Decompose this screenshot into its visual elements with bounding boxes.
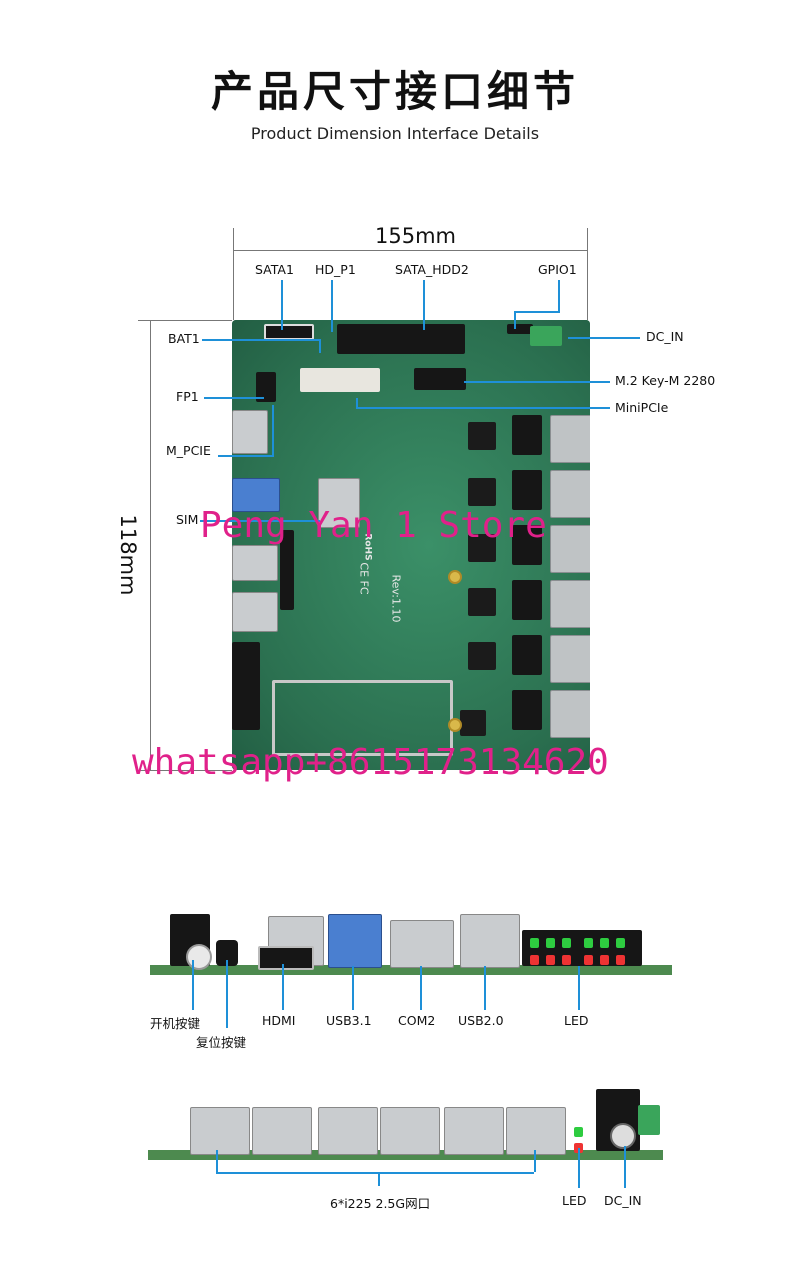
reset-button-icon xyxy=(216,940,238,966)
label-m2-key-m: M.2 Key-M 2280 xyxy=(615,373,716,388)
dc-jack-icon xyxy=(610,1123,636,1149)
rj45-port xyxy=(550,580,590,628)
height-extension-top xyxy=(138,320,232,321)
label-bat1: BAT1 xyxy=(168,331,200,346)
lan-port xyxy=(252,1107,312,1155)
label-usb31: USB3.1 xyxy=(326,1013,372,1028)
watermark-store: Peng Yan 1 Store xyxy=(200,505,547,546)
label-com2: COM2 xyxy=(398,1013,436,1028)
rj45-port xyxy=(550,635,590,683)
com2-port xyxy=(390,920,454,968)
height-dimension-label: 118mm xyxy=(116,514,140,596)
rj45-port xyxy=(550,470,590,518)
label-m-pcie: M_PCIE xyxy=(166,443,211,458)
width-dimension-label: 155mm xyxy=(375,224,456,248)
rj45-port xyxy=(550,525,590,573)
lan-port xyxy=(318,1107,378,1155)
power-button-icon xyxy=(186,944,212,970)
label-fp1: FP1 xyxy=(176,389,199,404)
usb31-ports xyxy=(328,914,382,968)
width-extension-left xyxy=(233,228,234,320)
page-subtitle: Product Dimension Interface Details xyxy=(250,124,540,143)
lan-port xyxy=(506,1107,566,1155)
label-sata1: SATA1 xyxy=(255,262,294,277)
lan-port xyxy=(380,1107,440,1155)
height-dimension-line xyxy=(150,320,151,770)
lan-port xyxy=(190,1107,250,1155)
label-minipcie: MiniPCIe xyxy=(615,400,669,415)
height-extension-bottom xyxy=(138,770,232,771)
width-extension-right xyxy=(587,228,588,320)
label-dc-in: DC_IN xyxy=(646,329,684,344)
rj45-port xyxy=(550,415,590,463)
width-dimension-line xyxy=(233,250,588,251)
rj45-port xyxy=(550,690,590,738)
ce-fc-mark: CE FC xyxy=(357,562,371,595)
label-rear-dc-in: DC_IN xyxy=(604,1193,642,1208)
label-usb20: USB2.0 xyxy=(458,1013,504,1028)
watermark-contact: whatsapp+8615173134620 xyxy=(132,742,609,783)
hdmi-port xyxy=(258,946,314,970)
label-front-led: LED xyxy=(564,1013,589,1028)
revision-mark: Rev:1.10 xyxy=(389,574,403,623)
page-title: 产品尺寸接口细节 xyxy=(210,67,579,116)
label-hd-p1: HD_P1 xyxy=(315,262,356,277)
usb20-ports xyxy=(460,914,520,968)
front-io-view xyxy=(150,900,672,975)
label-reset-button: 复位按键 xyxy=(196,1035,247,1050)
label-power-button: 开机按键 xyxy=(150,1016,201,1031)
rear-io-view xyxy=(148,1085,663,1160)
label-sim: SIM xyxy=(176,512,199,527)
motherboard-top-view: RoHS CE FC Rev:1.10 xyxy=(232,320,590,770)
label-gpio1: GPIO1 xyxy=(538,262,577,277)
label-hdmi: HDMI xyxy=(262,1013,296,1028)
lan-port xyxy=(444,1107,504,1155)
label-sata-hdd2: SATA_HDD2 xyxy=(395,262,469,277)
label-rear-led: LED xyxy=(562,1193,587,1208)
label-lan-ports: 6*i225 2.5G网口 xyxy=(330,1196,431,1211)
